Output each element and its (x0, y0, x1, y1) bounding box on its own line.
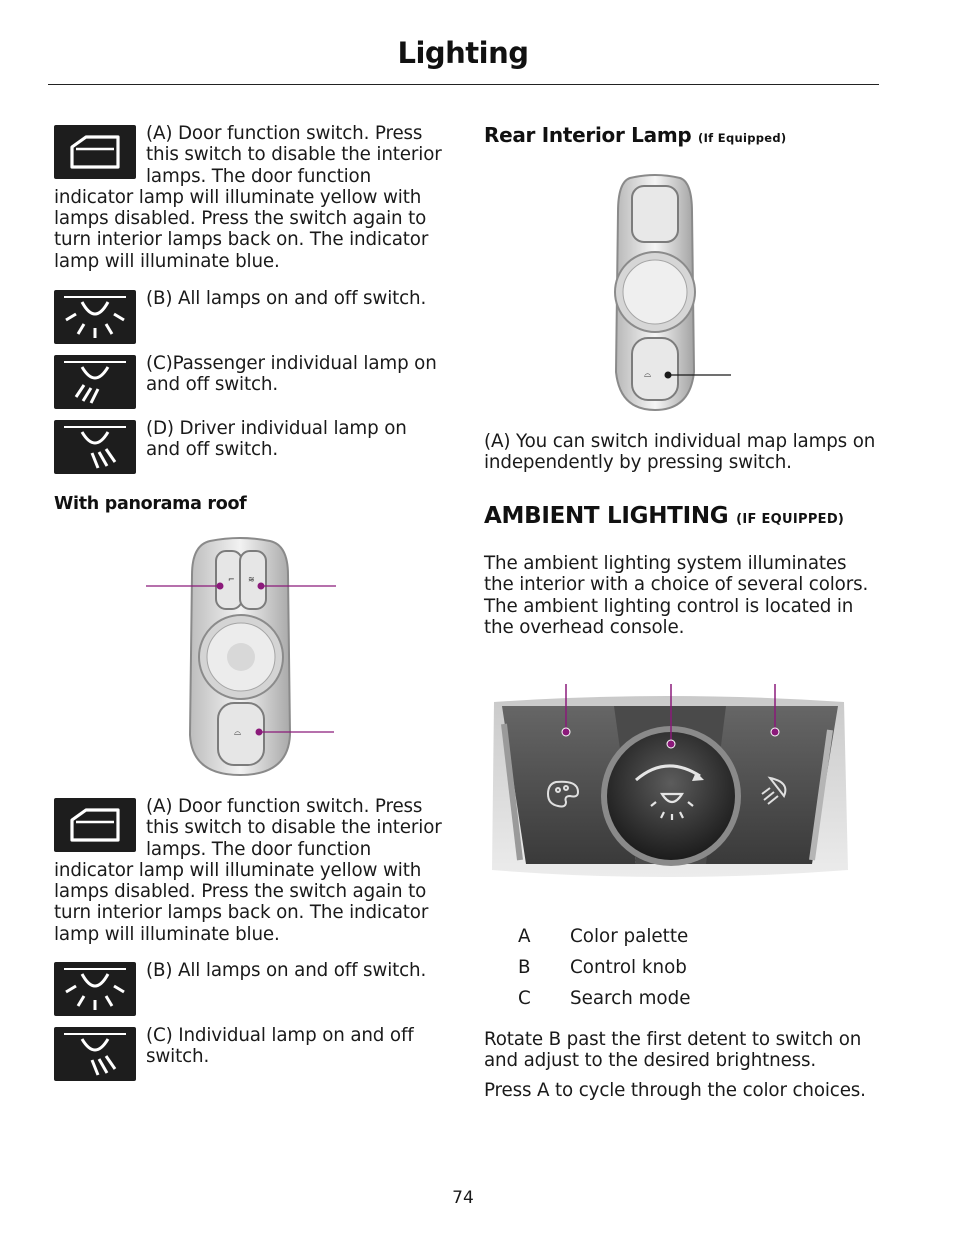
legend-label: Color palette (570, 926, 689, 947)
legend-row-c: C Search mode (518, 988, 858, 1012)
driver-lamp-icon (54, 420, 136, 474)
rear-lamp-description: (A) You can switch individual map lamps … (484, 431, 876, 474)
press-instruction: Press A to cycle through the color choic… (484, 1080, 866, 1101)
door-icon (54, 798, 136, 852)
legend-row-a: A Color palette (518, 926, 858, 950)
door-switch-description-2: (A) Door function switch. Press this swi… (54, 796, 442, 945)
svg-text:⌐: ⌐ (228, 575, 235, 584)
legend-letter: B (518, 957, 531, 978)
passenger-lamp-description: (C)Passenger individual lamp on and off … (146, 353, 437, 396)
legend-letter: C (518, 988, 531, 1009)
legend-row-b: B Control knob (518, 957, 858, 981)
individual-lamp-description: (C) Individual lamp on and off switch. (146, 1025, 414, 1068)
page-title: Lighting (397, 36, 529, 70)
panorama-console-illustration: ⌐ ≋ ⌓ (146, 537, 336, 777)
legend-label: Search mode (570, 988, 691, 1009)
rear-lamp-illustration: ⌓ (614, 174, 731, 412)
svg-text:⌓: ⌓ (644, 370, 651, 380)
page-number: 74 (452, 1188, 474, 1208)
title-divider (48, 84, 879, 85)
color-palette-icon (546, 780, 580, 808)
door-switch-description-1: (A) Door function switch. Press this swi… (54, 123, 442, 272)
svg-text:⌓: ⌓ (234, 728, 241, 738)
ambient-lighting-intro: The ambient lighting system illuminates … (484, 553, 869, 638)
svg-text:≋: ≋ (248, 575, 255, 584)
ambient-control-illustration (486, 684, 852, 892)
driver-lamp-description: (D) Driver individual lamp on and off sw… (146, 418, 407, 461)
all-lamps-description-2: (B) All lamps on and off switch. (146, 960, 427, 981)
door-icon (54, 125, 136, 179)
all-lamps-icon (54, 962, 136, 1016)
all-lamps-description-1: (B) All lamps on and off switch. (146, 288, 427, 309)
ambient-lighting-heading: AMBIENT LIGHTING (IF EQUIPPED) (484, 503, 845, 529)
rear-interior-lamp-heading: Rear Interior Lamp (If Equipped) (484, 123, 787, 147)
dome-lamp-icon (650, 792, 694, 820)
driver-lamp-icon (54, 1027, 136, 1081)
rotate-instruction: Rotate B past the first detent to switch… (484, 1029, 862, 1072)
panorama-roof-heading: With panorama roof (54, 494, 247, 514)
legend-label: Control knob (570, 957, 687, 978)
search-lamp-icon (761, 776, 787, 805)
passenger-lamp-icon (54, 355, 136, 409)
all-lamps-icon (54, 290, 136, 344)
legend-letter: A (518, 926, 531, 947)
